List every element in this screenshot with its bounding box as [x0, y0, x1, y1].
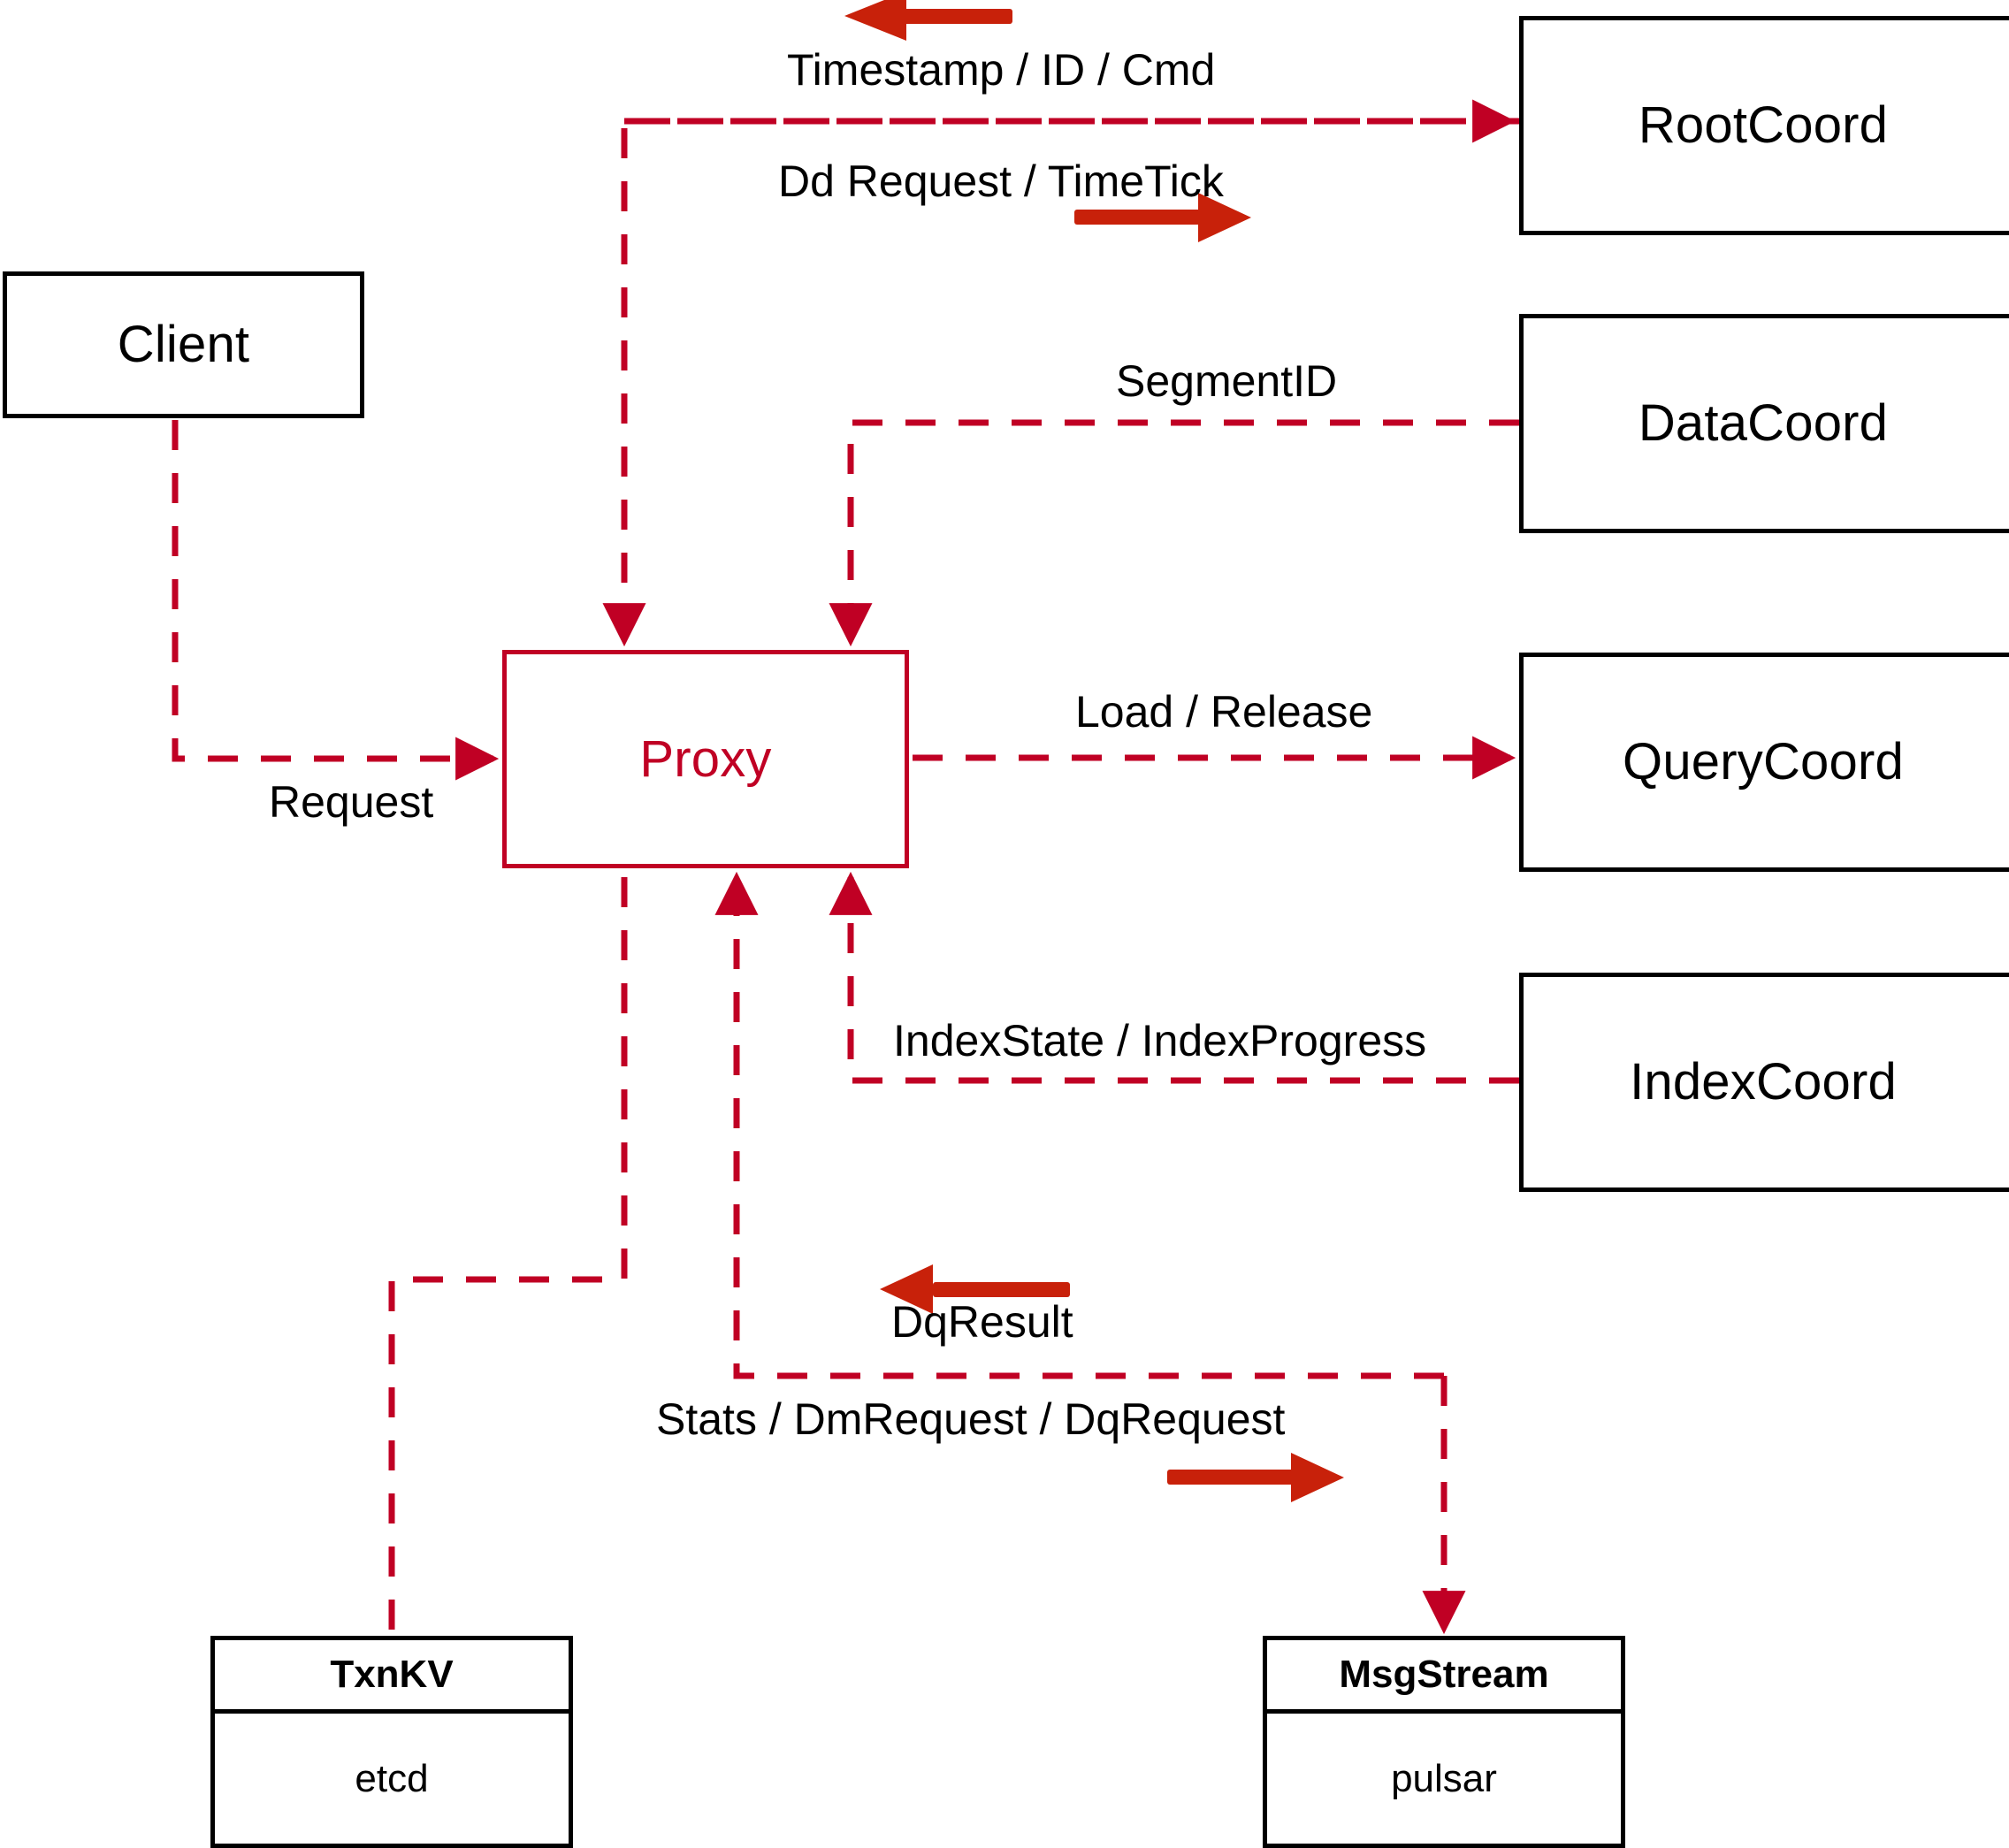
direction-arrow-dqresult-left [880, 1264, 1070, 1314]
store-msgstream[interactable]: MsgStream pulsar [1263, 1636, 1625, 1848]
edge-msgstream-to-proxy [714, 871, 1444, 1379]
edge-client-to-proxy [172, 420, 500, 781]
edge-rootcoord-to-proxy [602, 118, 1519, 647]
node-client-label: Client [117, 316, 250, 373]
store-msgstream-title: MsgStream [1267, 1640, 1621, 1714]
edge-datacoord-to-proxy [829, 419, 1519, 647]
node-datacoord-label: DataCoord [1638, 394, 1889, 452]
node-querycoord-label: QueryCoord [1623, 733, 1904, 790]
node-client[interactable]: Client [3, 271, 364, 418]
node-indexcoord[interactable]: IndexCoord [1519, 973, 2009, 1192]
edge-label-request: Request [269, 777, 434, 827]
store-txnkv[interactable]: TxnKV etcd [210, 1636, 573, 1848]
store-txnkv-impl: etcd [355, 1756, 429, 1800]
edge-label-load-release: Load / Release [1075, 687, 1373, 737]
edge-label-timestamp-id-cmd: Timestamp / ID / Cmd [787, 45, 1216, 95]
direction-arrow-timestamp-left [844, 0, 1012, 41]
node-rootcoord-label: RootCoord [1638, 96, 1889, 154]
node-proxy[interactable]: Proxy [502, 650, 909, 868]
edge-label-dd-request-timetick: Dd Request / TimeTick [778, 157, 1224, 206]
direction-arrow-ddrequest-right [1074, 193, 1251, 242]
node-proxy-label: Proxy [639, 729, 772, 788]
edge-label-segmentid: SegmentID [1116, 356, 1338, 406]
direction-arrow-glyphs [844, 0, 1344, 1502]
node-indexcoord-label: IndexCoord [1630, 1053, 1897, 1111]
edge-label-indexstate-indexprogress: IndexState / IndexProgress [893, 1016, 1427, 1065]
node-rootcoord[interactable]: RootCoord [1519, 16, 2009, 235]
store-txnkv-title: TxnKV [215, 1640, 569, 1714]
node-datacoord[interactable]: DataCoord [1519, 314, 2009, 533]
node-querycoord[interactable]: QueryCoord [1519, 653, 2009, 872]
edge-indexcoord-to-proxy [829, 871, 1519, 1084]
edge-proxy-to-txnkv [388, 877, 628, 1638]
store-msgstream-impl: pulsar [1391, 1756, 1497, 1800]
direction-arrow-dqrequest-right [1167, 1453, 1344, 1502]
edge-label-dqresult: DqResult [891, 1297, 1073, 1347]
edge-label-stats-dmrequest-dqrequest: Stats / DmRequest / DqRequest [656, 1394, 1286, 1444]
